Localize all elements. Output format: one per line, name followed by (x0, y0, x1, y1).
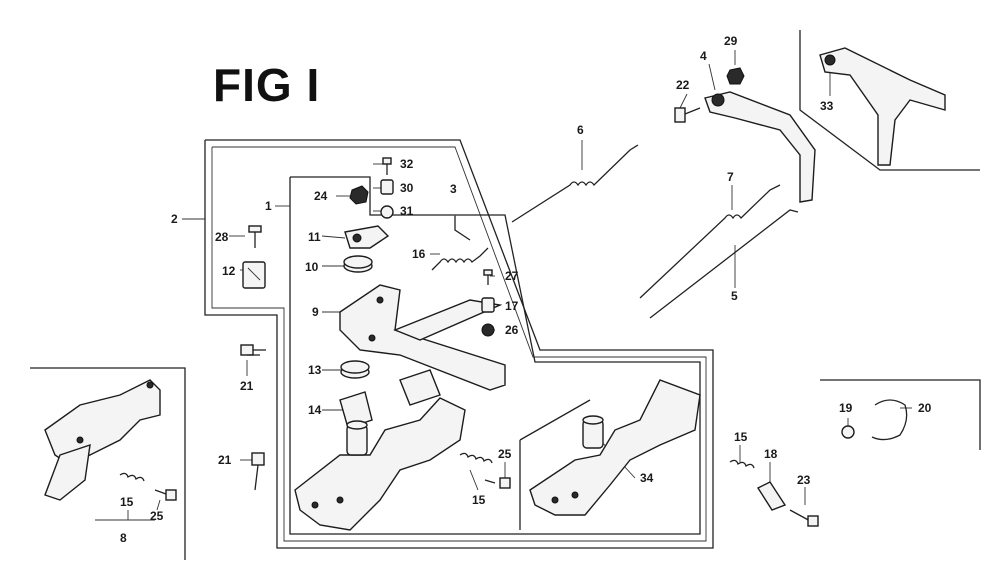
bracket-part-9 (339, 284, 506, 391)
callout-13: 13 (308, 363, 322, 377)
sub-frame-top-right (799, 30, 980, 171)
callout-32: 32 (400, 157, 414, 171)
bolt-part-23 (789, 509, 819, 527)
sleeve-part-18 (756, 481, 787, 511)
nut-part-29 (726, 67, 745, 85)
rod-part-7 (639, 184, 781, 299)
callout-15-left: 15 (120, 495, 134, 509)
callout-16: 16 (412, 247, 426, 261)
callout-19: 19 (839, 401, 853, 415)
callout-29: 29 (724, 34, 738, 48)
callout-15-center: 15 (472, 493, 486, 507)
clip-part-19 (841, 425, 855, 439)
assembly-frame-outer (204, 139, 714, 549)
clip-part-12 (242, 261, 266, 289)
callout-28: 28 (215, 230, 229, 244)
callout-18: 18 (764, 447, 778, 461)
washer-part-31 (380, 205, 394, 219)
callout-10: 10 (305, 260, 319, 274)
callout-9: 9 (312, 305, 319, 319)
bolt-part-21-upper (240, 344, 266, 356)
callout-21-upper: 21 (240, 379, 254, 393)
callout-4: 4 (700, 49, 707, 63)
sub-frame-bottom-right (519, 399, 591, 530)
callout-27: 27 (505, 269, 519, 283)
lever-base-part-14 (294, 369, 466, 531)
callout-12: 12 (222, 264, 236, 278)
callout-1: 1 (265, 199, 272, 213)
callout-20: 20 (918, 401, 932, 415)
washer-part-13 (340, 360, 370, 379)
bolt-part-21-lower (251, 452, 265, 491)
callout-2: 2 (171, 212, 178, 226)
spring-part-15-left (119, 472, 145, 482)
spring-part-15-right (729, 459, 755, 469)
callout-33: 33 (820, 99, 834, 113)
leader-lines (95, 50, 912, 521)
callout-7: 7 (727, 170, 734, 184)
lever-part-4 (704, 91, 816, 203)
sub-frame-right-bracket (820, 379, 981, 450)
callout-3: 3 (450, 182, 457, 196)
callout-22: 22 (676, 78, 690, 92)
callout-5: 5 (731, 289, 738, 303)
callout-6: 6 (577, 123, 584, 137)
assembly-frame-inner (289, 176, 701, 535)
nut-part-24 (349, 185, 369, 205)
screw-part-32 (382, 157, 392, 175)
rod-part-5 (649, 209, 799, 319)
lever-base-part-34 (529, 379, 701, 516)
sub-frame-left (30, 367, 186, 560)
nut-part-26 (481, 323, 495, 337)
callout-21-lower: 21 (218, 453, 232, 467)
callout-8: 8 (120, 531, 127, 545)
callout-34: 34 (640, 471, 654, 485)
callout-31: 31 (400, 204, 414, 218)
spring-part-16 (431, 247, 489, 271)
callout-14: 14 (308, 403, 322, 417)
bushing-part-30 (380, 179, 394, 195)
rod-part-6 (511, 144, 639, 223)
callout-23: 23 (797, 473, 811, 487)
callout-30: 30 (400, 181, 414, 195)
bolt-part-22 (674, 107, 701, 123)
rod-part-3 (454, 216, 471, 241)
callout-11: 11 (308, 230, 321, 244)
spring-part-15-center (459, 452, 493, 464)
callout-17: 17 (505, 299, 519, 313)
chain-part-20 (871, 399, 908, 441)
callout-25-center: 25 (498, 447, 512, 461)
callout-26: 26 (505, 323, 519, 337)
washer-part-10 (343, 255, 373, 273)
screw-part-25-center (484, 477, 511, 489)
lever-part-33 (819, 47, 946, 166)
screw-part-25-left (154, 489, 177, 501)
bolt-part-17 (481, 297, 495, 313)
bolt-part-28-left (248, 225, 262, 248)
lever-assembly-part-8 (44, 379, 161, 501)
callout-24: 24 (314, 189, 328, 203)
arm-part-11 (344, 225, 390, 249)
figure-title: FIG I (213, 59, 321, 111)
callout-25-left: 25 (150, 509, 164, 523)
callout-15-right: 15 (734, 430, 748, 444)
screw-part-27 (483, 269, 493, 285)
callout-labels: 1 2 3 4 5 6 7 8 9 10 11 12 13 14 15 15 1… (120, 34, 932, 545)
